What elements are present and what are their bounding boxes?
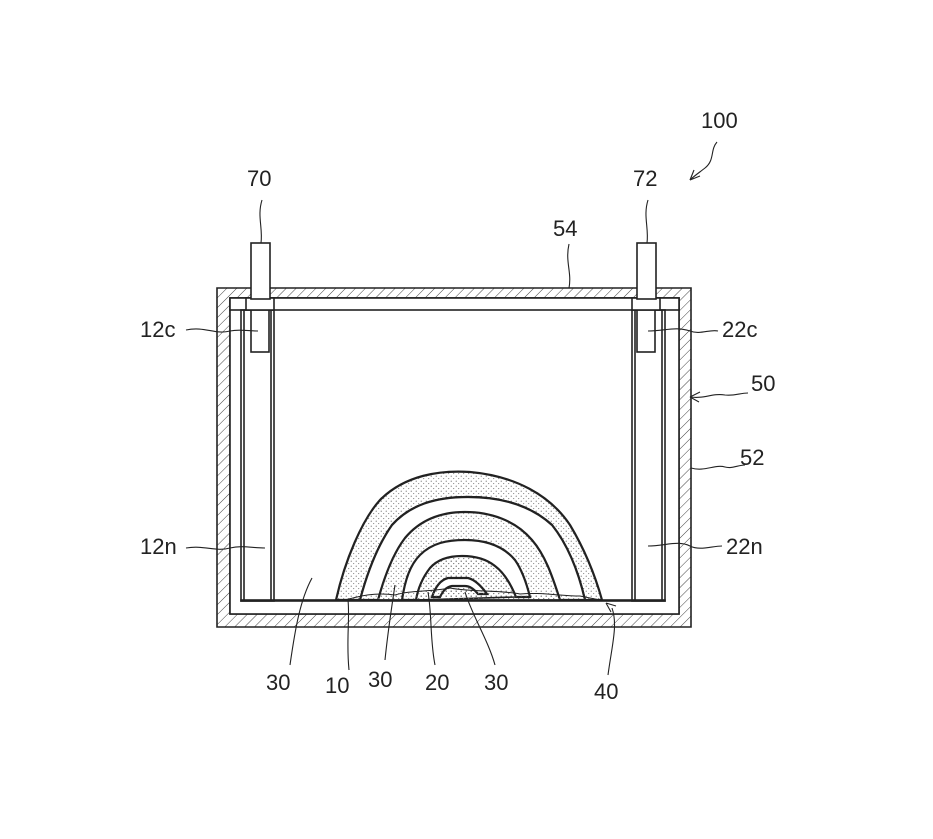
- label-12n: 12n: [140, 534, 177, 559]
- label-54: 54: [553, 216, 577, 241]
- label-100: 100: [701, 108, 738, 133]
- label-12c: 12c: [140, 317, 175, 342]
- label-10: 10: [325, 673, 349, 698]
- terminal-post-right: [637, 243, 656, 299]
- lid: [230, 298, 679, 310]
- label-72: 72: [633, 166, 657, 191]
- label-52: 52: [740, 445, 764, 470]
- label-30-right: 30: [484, 670, 508, 695]
- terminal-post-left: [251, 243, 270, 299]
- label-70: 70: [247, 166, 271, 191]
- label-40: 40: [594, 679, 618, 704]
- label-22c: 22c: [722, 317, 757, 342]
- label-50: 50: [751, 371, 775, 396]
- label-30-mid: 30: [368, 667, 392, 692]
- label-30-left: 30: [266, 670, 290, 695]
- label-20: 20: [425, 670, 449, 695]
- label-22n: 22n: [726, 534, 763, 559]
